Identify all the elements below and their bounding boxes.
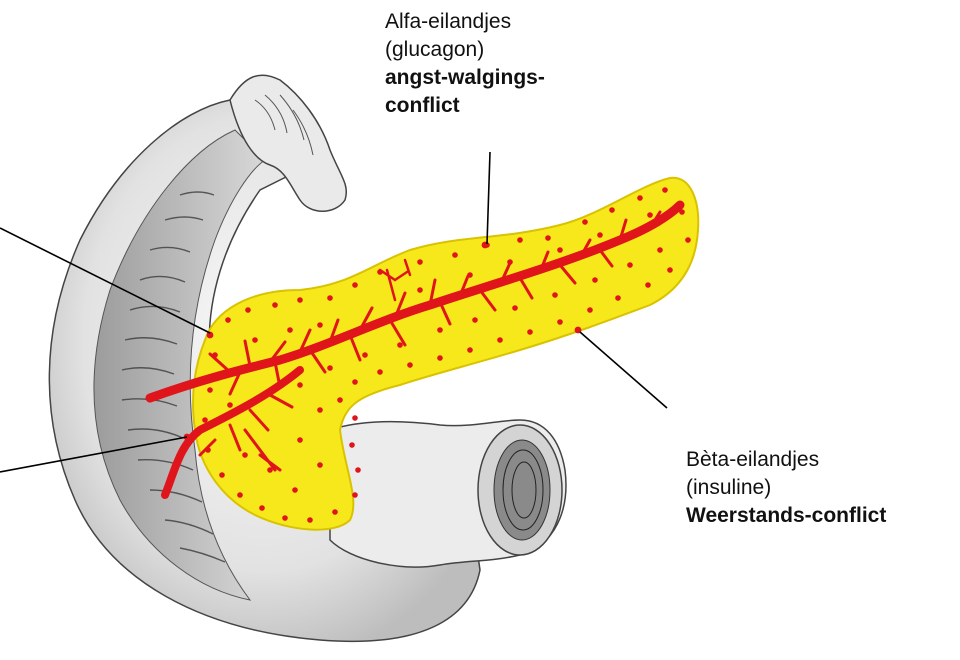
beta-islets-title: Bèta-eilandjes: [686, 446, 956, 474]
alpha-islets-title: Alfa-eilandjes: [385, 8, 635, 36]
alpha-islets-conflict-line1: angst-walgings-: [385, 64, 635, 92]
alpha-islets-label: Alfa-eilandjes (glucagon) angst-walgings…: [385, 8, 635, 120]
alpha-leader-line: [487, 152, 490, 244]
jejunum-lumen: [494, 440, 550, 540]
alpha-islets-conflict-line2: conflict: [385, 92, 635, 120]
beta-leader-line: [580, 332, 667, 408]
beta-islets-conflict: Weerstands-conflict: [686, 502, 956, 530]
beta-islets-label: Bèta-eilandjes (insuline) Weerstands-con…: [686, 446, 956, 530]
alpha-islets-hormone: (glucagon): [385, 36, 635, 64]
beta-islets-hormone: (insuline): [686, 474, 956, 502]
